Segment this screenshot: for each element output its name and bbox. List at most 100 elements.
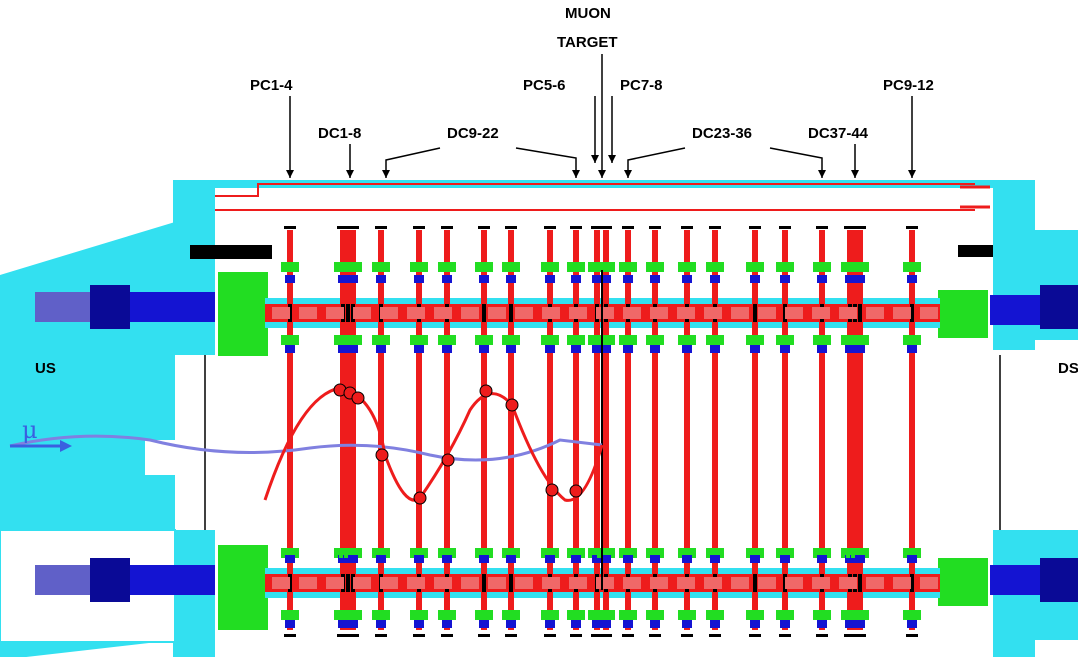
chamber-cap	[591, 634, 603, 637]
chamber-fitting	[344, 610, 362, 620]
chamber-connector	[682, 555, 692, 563]
muon-symbol: μ	[22, 416, 38, 444]
chamber-fitting	[438, 610, 456, 620]
chamber-cap	[284, 634, 296, 637]
rail-segment	[893, 577, 911, 589]
chamber-connector	[545, 345, 555, 353]
chamber-plane	[340, 230, 346, 630]
chamber-fitting	[619, 335, 637, 345]
chamber-cap	[478, 634, 490, 637]
chamber-cap	[284, 226, 296, 229]
rail-segment	[380, 577, 398, 589]
chamber-fitting	[813, 262, 831, 272]
chamber-fitting	[746, 610, 764, 620]
chamber-cap	[622, 226, 634, 229]
chamber-connector	[479, 275, 489, 283]
chamber-connector	[855, 275, 865, 283]
chamber-cap	[478, 226, 490, 229]
yoke-left-upper	[173, 180, 215, 355]
rail-segment	[650, 577, 668, 589]
chamber-connector	[376, 555, 386, 563]
hit-marker	[351, 391, 365, 405]
chamber-fitting	[502, 610, 520, 620]
downstream-flange-lower	[1040, 558, 1078, 602]
chamber-connector	[479, 620, 489, 628]
chamber-rail-tick	[482, 574, 486, 592]
upstream-flange-upper	[90, 285, 130, 329]
chamber-rail-tick	[858, 574, 862, 592]
chamber-connector	[571, 275, 581, 283]
chamber-fitting	[597, 548, 615, 558]
rail-segment	[461, 307, 479, 319]
rail-segment	[488, 577, 506, 589]
chamber-connector	[414, 275, 424, 283]
downstream-flange-upper	[1040, 285, 1078, 329]
chamber-connector	[506, 275, 516, 283]
chamber-connector	[750, 620, 760, 628]
chamber-cap	[779, 634, 791, 637]
leader-arrowhead	[572, 170, 580, 178]
chamber-fitting	[619, 548, 637, 558]
pc5-6-label: PC5-6	[523, 77, 566, 94]
chamber-connector	[571, 555, 581, 563]
signal-line-1	[215, 183, 975, 197]
chamber-plane	[594, 230, 600, 630]
rail-segment	[785, 307, 803, 319]
rail-segment	[839, 307, 857, 319]
rail-segment	[596, 577, 614, 589]
chamber-plane	[684, 230, 690, 630]
chamber-plane	[481, 230, 487, 630]
dc9-22-leader-left	[385, 147, 441, 178]
chamber-cap	[649, 226, 661, 229]
rail-segment	[380, 307, 398, 319]
chamber-cap	[749, 634, 761, 637]
chamber-fitting	[776, 548, 794, 558]
chamber-connector	[592, 555, 602, 563]
chamber-plane	[444, 230, 450, 630]
chamber-connector	[750, 555, 760, 563]
chamber-rail-tick	[482, 304, 486, 322]
chamber-fitting	[813, 335, 831, 345]
lower-cyan-rail-lower	[265, 592, 940, 598]
pc1-4-label: PC1-4	[250, 77, 293, 94]
chamber-connector	[710, 275, 720, 283]
chamber-fitting	[502, 262, 520, 272]
rail-segment	[812, 577, 830, 589]
chamber-cap	[570, 226, 582, 229]
pc7-8-label: PC7-8	[620, 77, 663, 94]
chamber-connector	[414, 555, 424, 563]
chamber-connector	[479, 345, 489, 353]
chamber-rail-tick	[509, 304, 513, 322]
chamber-connector	[442, 275, 452, 283]
chamber-fitting	[281, 610, 299, 620]
left-black-support	[190, 245, 272, 259]
chamber-fitting	[281, 262, 299, 272]
right-black-support	[958, 245, 993, 257]
hit-marker	[479, 384, 493, 398]
chamber-cap	[649, 634, 661, 637]
muon-target-label-line2: TARGET	[557, 34, 618, 51]
chamber-fitting	[619, 610, 637, 620]
chamber-connector	[348, 620, 358, 628]
upstream-pipe-upper-hatch	[35, 292, 90, 322]
rail-segment	[407, 577, 425, 589]
chamber-connector	[601, 275, 611, 283]
chamber-cap	[779, 226, 791, 229]
rail-segment	[299, 577, 317, 589]
chamber-fitting	[541, 335, 559, 345]
rail-segment	[407, 307, 425, 319]
chamber-fitting	[646, 335, 664, 345]
chamber-cap	[441, 634, 453, 637]
chamber-connector	[592, 275, 602, 283]
leader-lines	[289, 54, 913, 178]
chamber-fitting	[851, 610, 869, 620]
chamber-connector	[376, 345, 386, 353]
chamber-cap	[441, 226, 453, 229]
rail-segment	[677, 577, 695, 589]
pc9-12-label: PC9-12	[883, 77, 934, 94]
chamber-connector	[601, 620, 611, 628]
rail-segment	[461, 577, 479, 589]
chamber-plane	[782, 230, 788, 630]
chamber-cap	[709, 226, 721, 229]
chamber-fitting	[851, 335, 869, 345]
